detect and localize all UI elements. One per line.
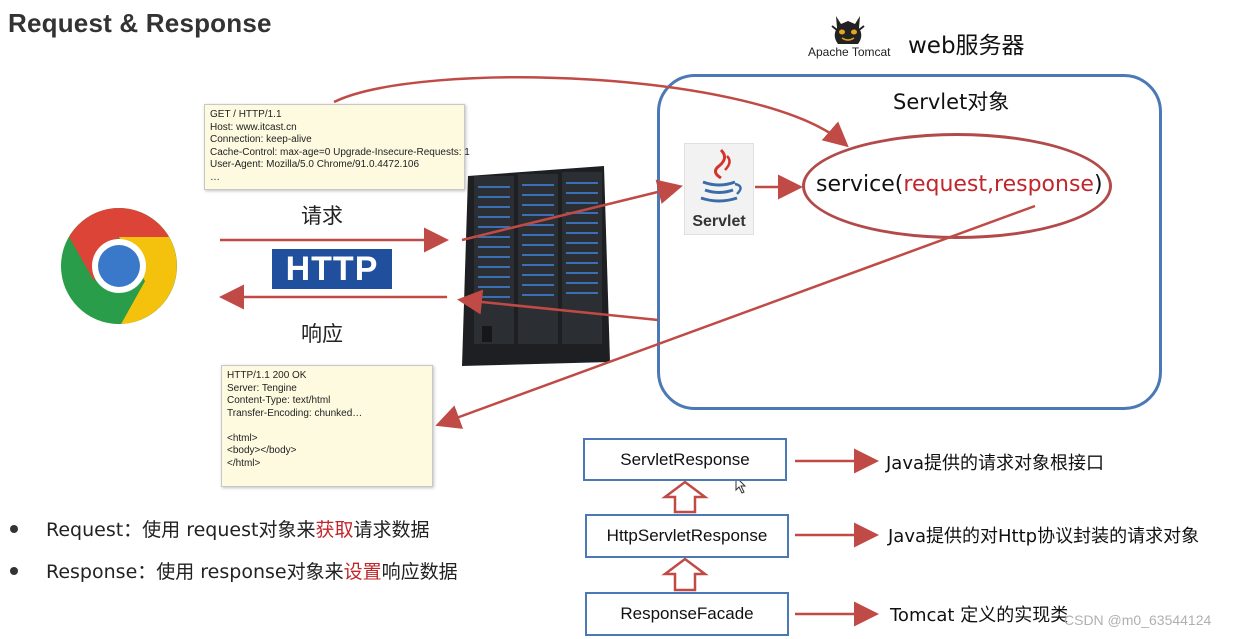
web-server-label: web服务器 bbox=[908, 33, 1025, 59]
http-protocol-badge: HTTP bbox=[272, 249, 392, 289]
request-message-note: GET / HTTP/1.1 Host: www.itcast.cn Conne… bbox=[204, 104, 470, 190]
bullet-response: Response：使用 response对象来设置响应数据 bbox=[10, 557, 458, 584]
request-header-line: User-Agent: Mozilla/5.0 Chrome/91.0.4472… bbox=[210, 159, 420, 170]
servlet-object-label: Servlet对象 bbox=[893, 90, 1010, 114]
java-cup-icon bbox=[700, 148, 742, 203]
response-body-line: </html> bbox=[227, 457, 261, 469]
inherit-arrow-1 bbox=[661, 480, 709, 514]
class-box-responsefacade: ResponseFacade bbox=[585, 592, 789, 636]
request-flow-label: 请求 bbox=[301, 204, 343, 228]
watermark: CSDN @m0_63544124 bbox=[1064, 612, 1212, 628]
response-flow-label: 响应 bbox=[301, 322, 343, 346]
server-to-servlet-arrow bbox=[461, 179, 683, 242]
class-box-servletresponse: ServletResponse bbox=[583, 438, 787, 481]
request-header-line: Host: www.itcast.cn bbox=[210, 121, 297, 133]
tomcat-logo-icon bbox=[831, 16, 865, 44]
bullet-highlight: 设置 bbox=[343, 561, 382, 583]
response-status-line: HTTP/1.1 200 OK bbox=[227, 370, 307, 381]
response-body-line: <html> bbox=[227, 432, 258, 444]
service-args: request,response bbox=[903, 172, 1094, 197]
container-to-server-arrow bbox=[457, 289, 659, 322]
class-description: Java提供的请求对象根接口 bbox=[886, 453, 1105, 474]
bullet-text: Request：使用 request对象来 bbox=[46, 519, 316, 541]
service-method-signature: service(request,response) bbox=[816, 172, 1103, 197]
bullet-text: Response：使用 response对象来 bbox=[46, 561, 344, 583]
service-prefix: service( bbox=[816, 172, 904, 197]
response-message-note: HTTP/1.1 200 OK Server: Tengine Content-… bbox=[221, 365, 433, 487]
service-to-response-note-arrow bbox=[435, 204, 1036, 429]
response-body-line: <body></body> bbox=[227, 445, 297, 456]
response-header-line: Transfer-Encoding: chunked… bbox=[227, 407, 363, 419]
request-header-line: Cache-Control: max-age=0 Upgrade-Insecur… bbox=[210, 146, 470, 158]
request-header-line: Connection: keep-alive bbox=[210, 134, 312, 145]
bullet-dot-icon bbox=[10, 566, 18, 575]
bullet-text: 响应数据 bbox=[381, 561, 458, 583]
bullet-request: Request：使用 request对象来获取请求数据 bbox=[10, 515, 429, 542]
servlet-icon-label: Servlet bbox=[692, 213, 746, 230]
bullet-dot-icon bbox=[10, 524, 18, 533]
servlet-java-icon bbox=[684, 143, 754, 235]
response-header-line: Server: Tengine bbox=[227, 382, 297, 394]
servlet-container-frame bbox=[657, 74, 1162, 410]
chrome-browser-icon bbox=[61, 208, 177, 325]
mouse-cursor-icon bbox=[735, 475, 747, 494]
tomcat-label: Apache Tomcat bbox=[808, 45, 891, 59]
service-suffix: ) bbox=[1093, 172, 1103, 197]
request-line: GET / HTTP/1.1 bbox=[210, 109, 282, 120]
request-note-to-service-arrow bbox=[333, 76, 849, 148]
response-header-line: Content-Type: text/html bbox=[227, 395, 331, 406]
request-header-line: … bbox=[210, 171, 220, 183]
bullet-highlight: 获取 bbox=[315, 519, 354, 541]
service-method-ellipse bbox=[802, 133, 1112, 239]
class-description: Java提供的对Http协议封装的请求对象 bbox=[888, 526, 1200, 547]
server-rack-icon bbox=[462, 166, 610, 366]
bullet-text: 请求数据 bbox=[353, 519, 430, 541]
inherit-arrow-2 bbox=[661, 557, 709, 592]
class-description: Tomcat 定义的实现类 bbox=[890, 605, 1069, 626]
class-box-httpservletresponse: HttpServletResponse bbox=[585, 514, 789, 558]
page-title: Request & Response bbox=[8, 8, 272, 38]
